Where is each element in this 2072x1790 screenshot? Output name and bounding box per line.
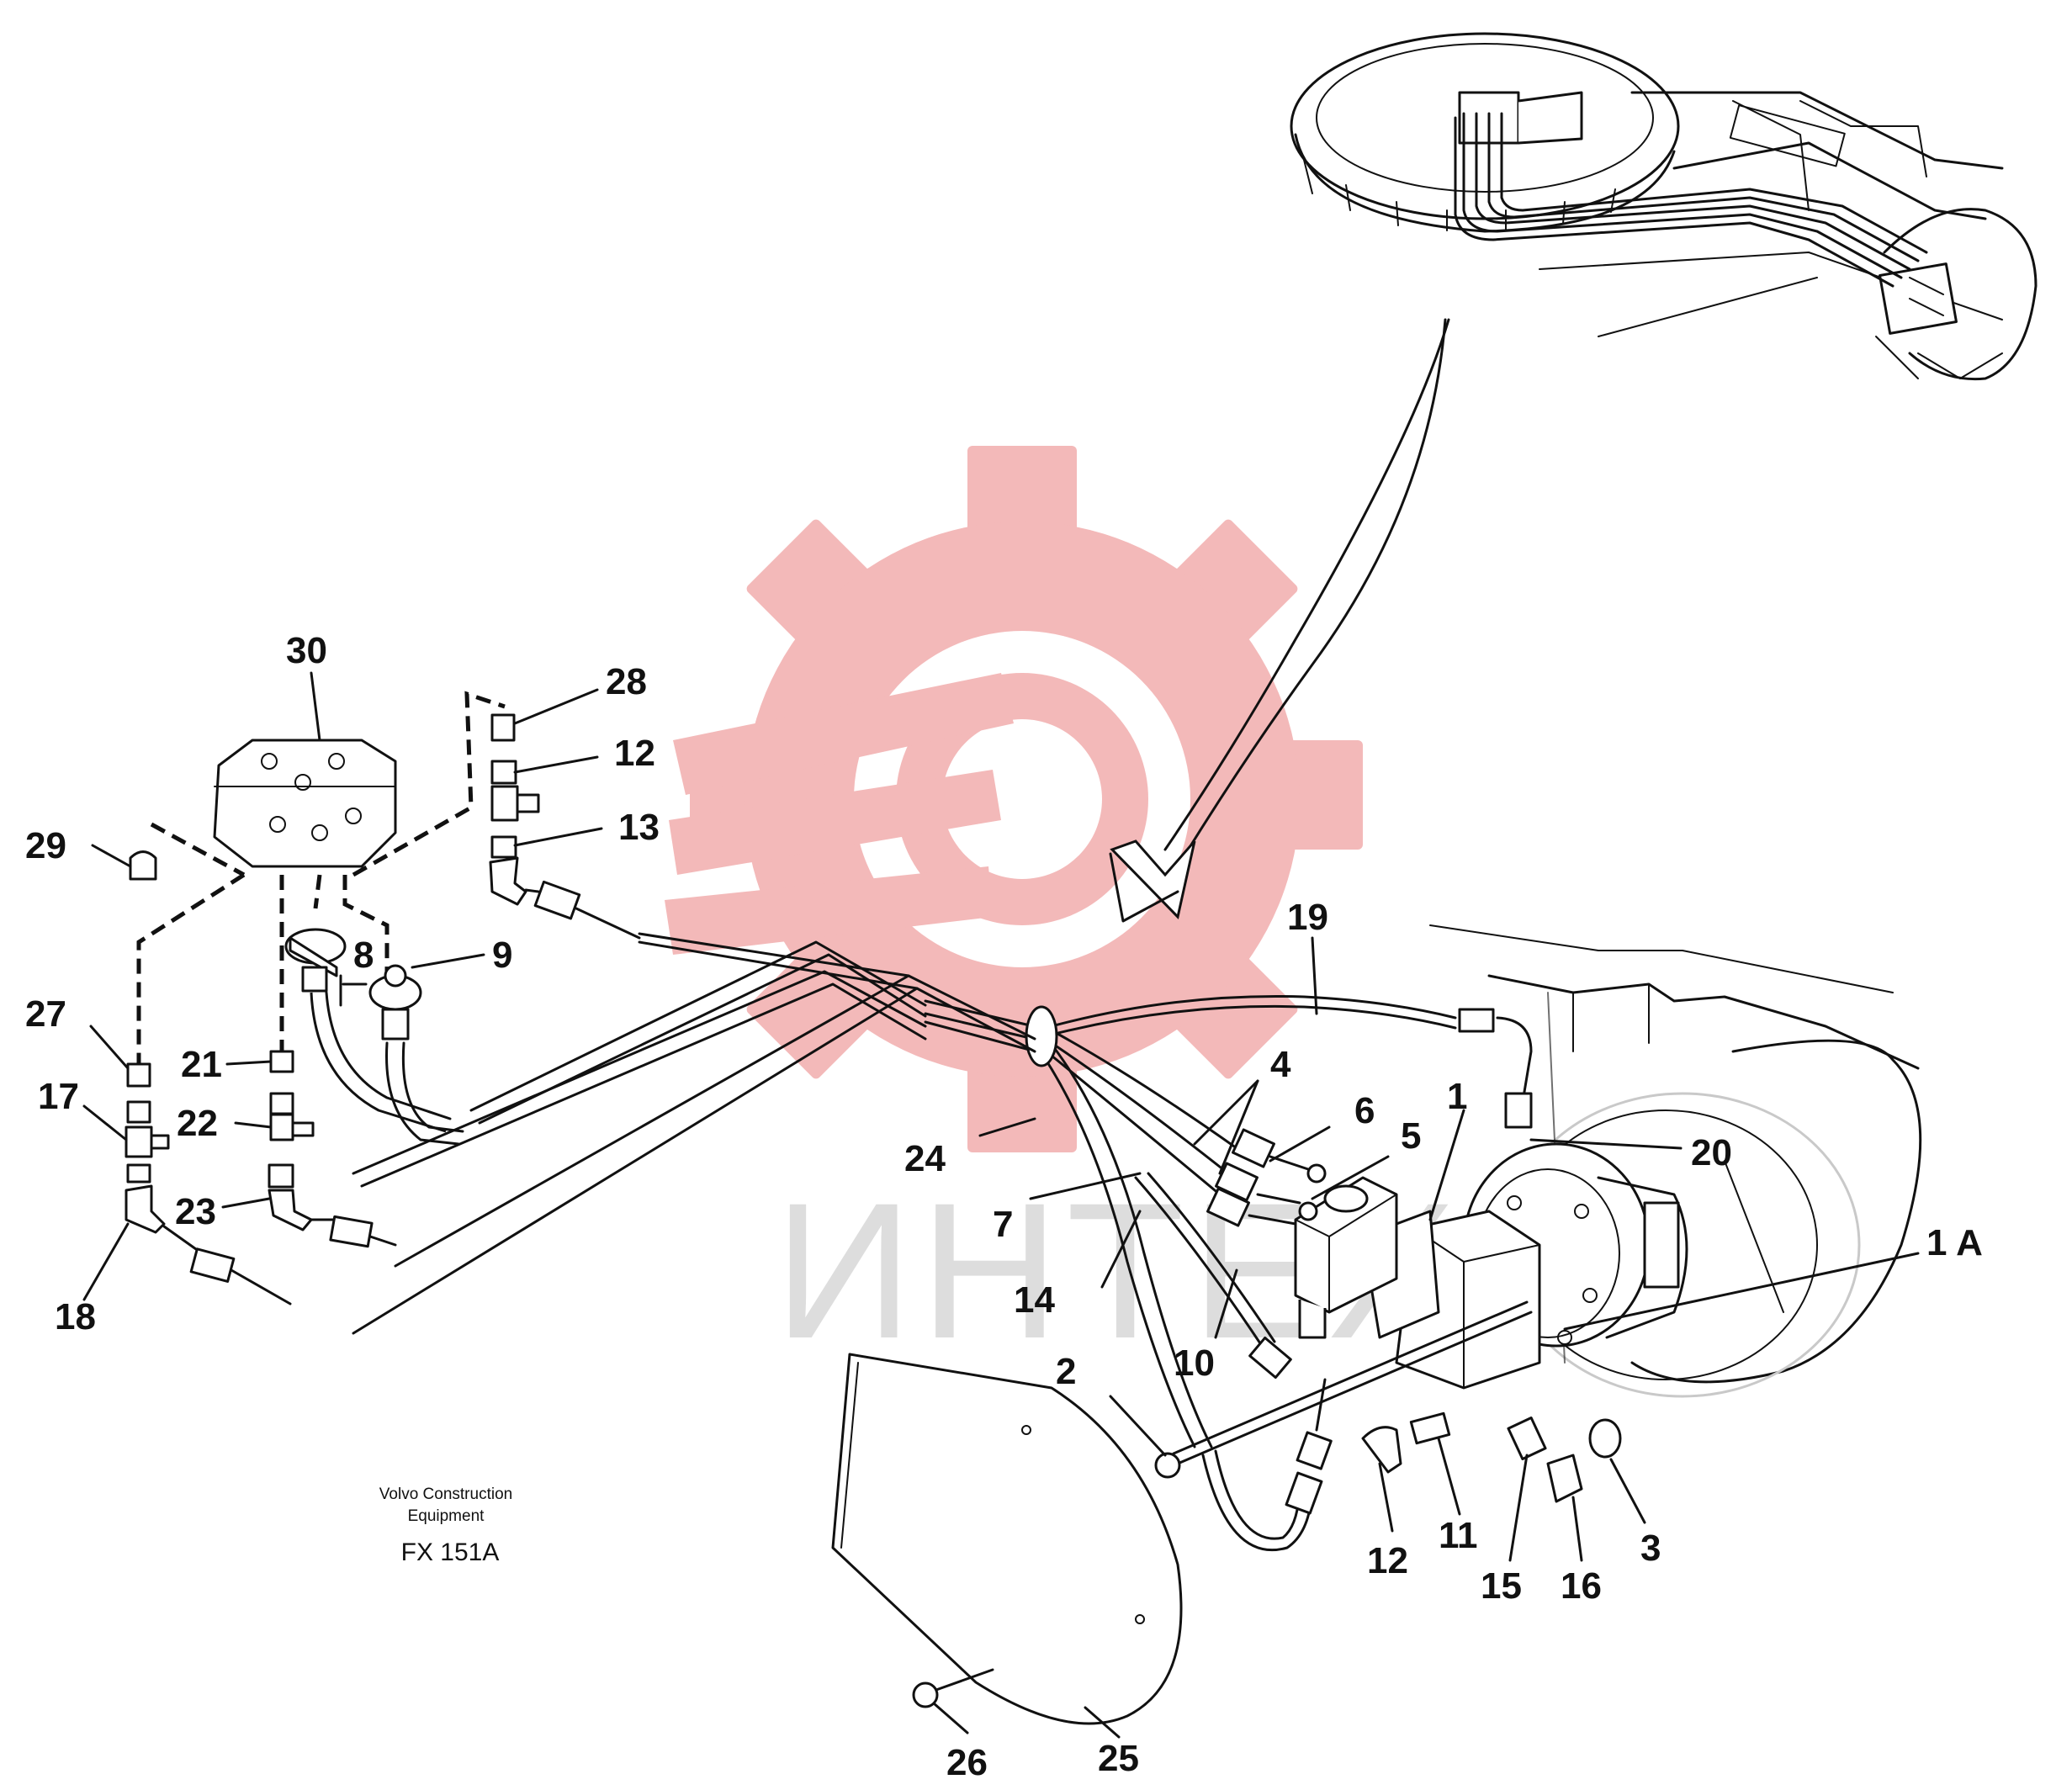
callout-15: 15 — [1481, 1565, 1522, 1607]
callout-1a: 1 A — [1926, 1222, 1983, 1263]
callout-26: 26 — [946, 1742, 988, 1783]
inset-machine-view — [1290, 32, 2038, 381]
callout-27: 27 — [25, 993, 66, 1035]
callout-4: 4 — [1270, 1044, 1291, 1085]
callout-28: 28 — [606, 661, 647, 702]
dashed-connectors — [136, 691, 506, 1064]
callout-12-left: 12 — [614, 733, 655, 774]
cover-plate — [831, 1353, 1183, 1725]
callout-labels: 30 29 8 9 27 21 17 22 23 18 28 12 13 19 … — [25, 630, 1983, 1783]
callout-9: 9 — [492, 935, 512, 976]
callout-14: 14 — [1014, 1279, 1055, 1321]
callout-30: 30 — [286, 630, 327, 671]
left-fittings — [125, 713, 641, 1305]
callout-7: 7 — [993, 1204, 1013, 1245]
callout-17: 17 — [38, 1076, 79, 1117]
callout-12-right: 12 — [1367, 1540, 1408, 1581]
callout-8: 8 — [353, 935, 374, 976]
callout-6: 6 — [1354, 1090, 1375, 1131]
callout-23: 23 — [175, 1191, 216, 1232]
rotary-joint — [213, 739, 397, 868]
callout-16: 16 — [1561, 1565, 1602, 1607]
detail-arrow — [1109, 318, 1450, 923]
caption-equipment: Equipment — [408, 1507, 485, 1525]
callout-3: 3 — [1640, 1528, 1661, 1569]
callout-13: 13 — [618, 807, 660, 848]
callout-1: 1 — [1447, 1076, 1467, 1117]
caption-company: Volvo Construction — [379, 1485, 512, 1503]
callout-2: 2 — [1056, 1351, 1076, 1392]
callout-20: 20 — [1691, 1132, 1732, 1173]
callout-25: 25 — [1098, 1738, 1139, 1779]
callout-18: 18 — [55, 1296, 96, 1337]
callout-22: 22 — [177, 1103, 218, 1144]
callout-10: 10 — [1174, 1342, 1215, 1384]
callout-29: 29 — [25, 825, 66, 866]
leader-lines — [82, 671, 1920, 1739]
callout-21: 21 — [181, 1044, 222, 1085]
watermark-logo: ИНТЕХ — [665, 446, 1456, 1379]
hoses — [352, 932, 1622, 1552]
caption-figure-code: FX 151A — [401, 1538, 500, 1566]
callout-24: 24 — [904, 1138, 946, 1179]
travel-motor — [1294, 1142, 1688, 1390]
callout-19: 19 — [1287, 897, 1328, 938]
callout-11: 11 — [1439, 1515, 1478, 1556]
figure-caption: Volvo Construction Equipment FX 151A — [379, 1485, 512, 1566]
callout-5: 5 — [1401, 1115, 1421, 1157]
